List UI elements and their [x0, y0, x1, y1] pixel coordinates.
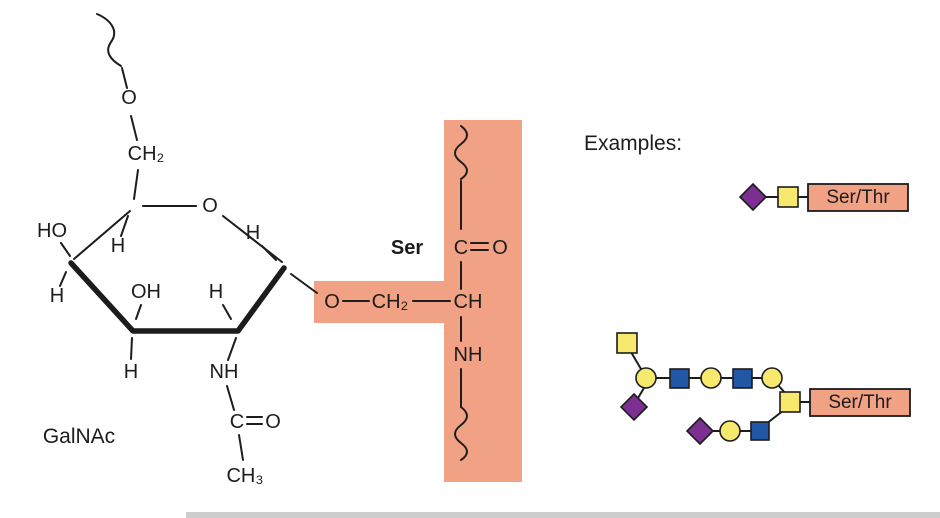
- galnac-structure: O CH₂ O HO H H H OH H H NH C O CH₃ GalNA…: [37, 13, 318, 487]
- peptide-squiggle-top: [454, 125, 468, 180]
- ring-edge-right: [222, 215, 283, 263]
- blue-square-icon: [750, 421, 770, 441]
- attachment-label: Ser/Thr: [826, 187, 890, 208]
- residue-name-label: Ser: [391, 237, 423, 259]
- yellow-circle-icon: [719, 420, 741, 442]
- bond-ch3: [238, 434, 244, 461]
- amide-carbonyl-c-label: C: [230, 411, 244, 433]
- glycan-bond: [630, 351, 642, 370]
- peptide-nh-label: NH: [454, 344, 483, 366]
- bond-ho: [60, 242, 71, 257]
- yellow-square-icon: [779, 391, 801, 413]
- purple-diamond-icon: [619, 392, 649, 422]
- peptide-squiggle-bottom: [454, 406, 468, 461]
- peptide-carbonyl-c-label: C: [454, 237, 468, 259]
- bond: [130, 115, 138, 141]
- bond-h-below: [130, 337, 133, 360]
- ring-front-edge: [68, 260, 287, 334]
- ring-oxygen-label: O: [202, 195, 218, 217]
- bond-h-c3: [222, 304, 232, 320]
- examples-section: Examples: Ser/Thr: [584, 132, 911, 446]
- attachment-box: [809, 388, 911, 417]
- linkage-ch2-label: CH₂: [372, 291, 409, 313]
- bond-nh-carbonyl: [226, 385, 235, 411]
- linkage-chain: O CH₂ CH: [324, 291, 482, 313]
- polymer-squiggle-top: [96, 13, 122, 67]
- bond-h-c4: [59, 271, 67, 287]
- bond: [133, 169, 139, 200]
- example-2: Ser/Thr: [616, 332, 911, 446]
- h-c1-label: H: [246, 222, 260, 244]
- glycosidic-bond: [290, 273, 318, 294]
- serine-backbone: Ser C O NH: [391, 125, 508, 461]
- peptide-carbonyl-o-label: O: [492, 237, 508, 259]
- h-c4-label: H: [50, 285, 64, 307]
- bond-nh: [227, 337, 237, 361]
- blue-square-icon: [669, 368, 690, 389]
- attachment-box: [807, 183, 909, 212]
- bond: [121, 67, 128, 89]
- galnac-bonds: [59, 13, 318, 461]
- glycan-bond: [637, 387, 645, 399]
- bottom-edge-artifact: [186, 512, 940, 518]
- peptide-highlight-vertical: [444, 120, 522, 482]
- linkage-o-label: O: [324, 291, 340, 313]
- purple-diamond-icon: [738, 182, 768, 212]
- molecule-name: GalNAc: [43, 425, 115, 448]
- blue-square-icon: [732, 368, 753, 389]
- h-c3-label: H: [209, 281, 223, 303]
- examples-title: Examples:: [584, 132, 682, 155]
- bond-h-c5: [120, 215, 129, 237]
- yellow-square-icon: [616, 332, 638, 354]
- top-oxygen-label: O: [121, 87, 137, 109]
- ch3-label: CH₃: [226, 465, 263, 487]
- purple-diamond-icon: [685, 416, 715, 446]
- h-below-label: H: [124, 361, 138, 383]
- yellow-circle-icon: [700, 367, 722, 389]
- attachment-label: Ser/Thr: [828, 392, 892, 413]
- h-c5-label: H: [111, 235, 125, 257]
- bond-h-c1: [261, 245, 277, 261]
- amide-nh-label: NH: [210, 361, 239, 383]
- yellow-circle-icon: [635, 367, 657, 389]
- yellow-circle-icon: [761, 367, 783, 389]
- top-ch2-label: CH₂: [128, 143, 165, 165]
- ring-edge-left: [73, 210, 131, 260]
- yellow-square-icon: [777, 186, 799, 208]
- linkage-ch-label: CH: [454, 291, 483, 313]
- example-1: Ser/Thr: [738, 182, 909, 212]
- amide-carbonyl-o-label: O: [265, 411, 281, 433]
- bond-oh: [135, 304, 142, 320]
- oh-label: OH: [131, 281, 161, 303]
- ho-label: HO: [37, 220, 67, 242]
